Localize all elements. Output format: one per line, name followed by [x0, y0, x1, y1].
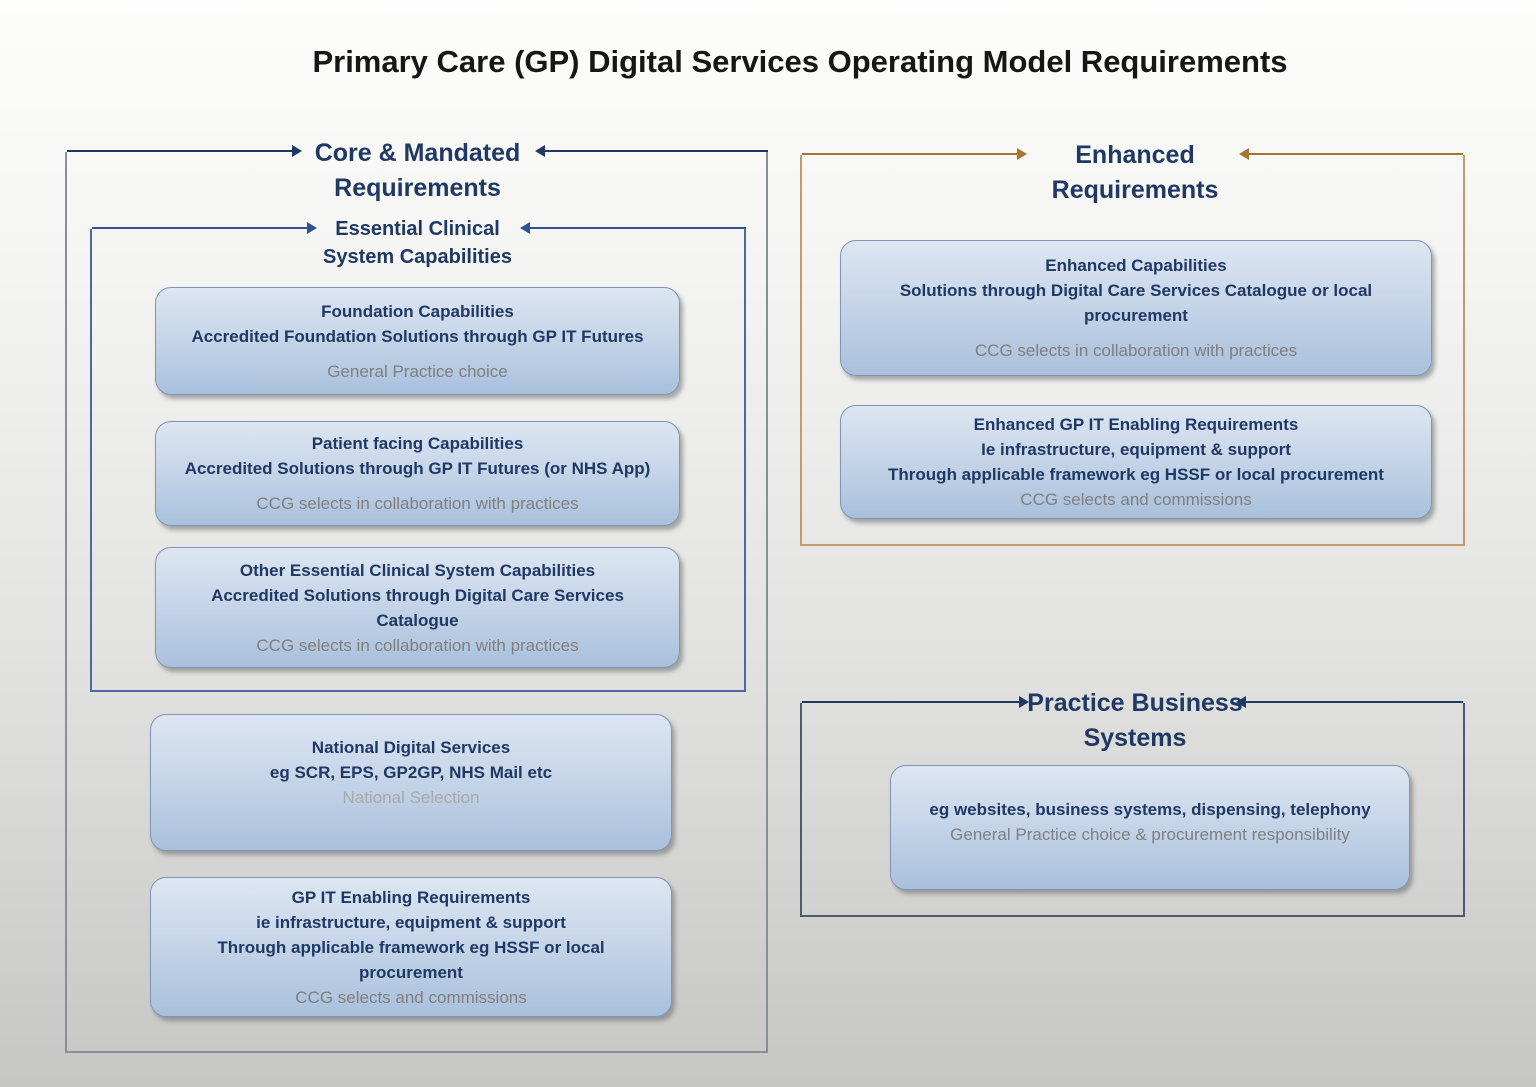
core-arrow-right-icon	[535, 145, 768, 157]
box-heading: National Digital Services	[311, 738, 511, 757]
enhanced-requirements-title: Enhanced Requirements	[955, 138, 1315, 208]
enhanced-arrow-left-icon	[802, 148, 1027, 160]
box-note: CCG selects and commissions	[1020, 490, 1252, 509]
box-note: National Selection	[342, 788, 480, 807]
box-subheading: ie infrastructure, equipment & support	[256, 912, 566, 932]
essential-title-line1: Essential Clinical	[335, 218, 500, 240]
enhanced-requirements-container	[800, 155, 1465, 546]
box-heading: Enhanced GP IT Enabling Requirements	[973, 415, 1299, 434]
patient-facing-capabilities-box: Patient facing Capabilities Accredited S…	[155, 421, 680, 526]
box-subheading: eg SCR, EPS, GP2GP, NHS Mail etc	[269, 763, 553, 782]
essential-title-line2: System Capabilities	[323, 246, 512, 268]
foundation-capabilities-box: Foundation Capabilities Accredited Found…	[155, 287, 680, 395]
practice-title-line1: Practice Business	[1027, 689, 1243, 717]
box-note: CCG selects in collaboration with practi…	[256, 635, 579, 655]
box-heading: Patient facing Capabilities	[311, 434, 524, 453]
box-note: General Practice choice	[327, 361, 508, 381]
essential-arrow-right-icon	[520, 222, 746, 234]
box-subheading: Accredited Solutions through Digital Car…	[211, 585, 624, 630]
practice-arrow-right-icon	[1236, 696, 1463, 708]
essential-clinical-title: Essential Clinical System Capabilities	[245, 215, 590, 271]
box-heading: Other Essential Clinical System Capabili…	[239, 560, 596, 580]
box-note: CCG selects in collaboration with practi…	[974, 341, 1298, 360]
core-mandated-container	[65, 152, 768, 1053]
box-detail: Through applicable framework eg HSSF or …	[888, 465, 1384, 484]
practice-title-line2: Systems	[1083, 724, 1187, 752]
box-note: CCG selects and commissions	[295, 987, 527, 1007]
box-detail: Through applicable framework eg HSSF or …	[217, 937, 605, 982]
other-essential-capabilities-box: Other Essential Clinical System Capabili…	[155, 547, 680, 668]
box-note: General Practice choice & procurement re…	[950, 825, 1350, 844]
practice-arrow-left-icon	[802, 696, 1029, 708]
national-digital-services-box: National Digital Services eg SCR, EPS, G…	[150, 714, 672, 851]
core-title-line1: Core & Mandated	[314, 139, 521, 167]
practice-business-container	[800, 703, 1465, 917]
box-heading: eg websites, business systems, dispensin…	[929, 800, 1371, 819]
box-heading: Enhanced Capabilities	[1045, 256, 1227, 275]
box-subheading: Solutions through Digital Care Services …	[899, 281, 1373, 325]
core-mandated-title: Core & Mandated Requirements	[240, 136, 595, 206]
enhanced-gp-it-enabling-box: Enhanced GP IT Enabling Requirements Ie …	[840, 405, 1432, 519]
box-subheading: Ie infrastructure, equipment & support	[981, 440, 1291, 459]
core-title-line2: Requirements	[334, 174, 501, 202]
essential-arrow-left-icon	[92, 222, 317, 234]
essential-clinical-container	[90, 229, 746, 692]
core-arrow-left-icon	[67, 145, 302, 157]
gp-it-enabling-requirements-box: GP IT Enabling Requirements ie infrastru…	[150, 877, 672, 1017]
box-subheading: Accredited Foundation Solutions through …	[191, 326, 644, 346]
page-title: Primary Care (GP) Digital Services Opera…	[312, 44, 1288, 79]
box-note: CCG selects in collaboration with practi…	[256, 494, 579, 513]
enhanced-title-line2: Requirements	[1051, 176, 1219, 204]
practice-business-title: Practice Business Systems	[955, 686, 1315, 756]
box-heading: Foundation Capabilities	[321, 301, 514, 321]
practice-business-systems-box: eg websites, business systems, dispensin…	[890, 765, 1410, 890]
enhanced-capabilities-box: Enhanced Capabilities Solutions through …	[840, 240, 1432, 376]
enhanced-arrow-right-icon	[1239, 148, 1463, 160]
box-heading: GP IT Enabling Requirements	[291, 887, 531, 907]
enhanced-title-line1: Enhanced	[1075, 141, 1195, 169]
box-subheading: Accredited Solutions through GP IT Futur…	[184, 459, 651, 478]
